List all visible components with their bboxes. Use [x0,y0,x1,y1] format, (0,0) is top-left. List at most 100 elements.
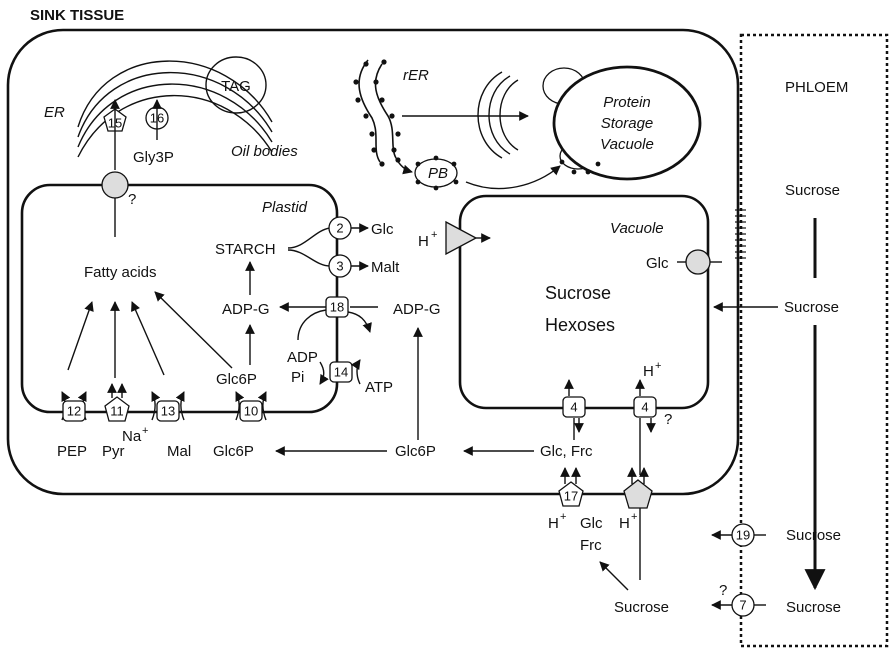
t17-glc-label: Glc [580,515,603,532]
glc-product-label: Glc [371,221,394,238]
transporter-7-question: ? [719,582,727,599]
fatty-acid-exporter [101,171,129,199]
vacuole-hexoses: Hexoses [545,315,615,335]
fatty-acids-label: Fatty acids [84,264,157,281]
line-adp-pi-out [297,309,327,341]
malt-label: Malt [371,259,400,276]
vacuolar-transporter-4-right [633,396,657,418]
transporter-12-group: 12 [61,391,87,422]
starch-label: STARCH [215,241,276,258]
plastid-adpg-label: ADP-G [222,301,270,318]
transporter-10 [239,400,263,422]
symporter-h-sup: + [631,511,637,523]
plastid-label: Plastid [262,199,308,216]
transporter-11 [104,396,130,422]
transporter-17-group: 17 [558,467,584,507]
psv-label-line1: Protein [603,94,651,111]
psv-label-line2: Storage [601,115,654,132]
sucrose-symporter-group [623,467,653,509]
line-starch-to-2 [287,227,331,249]
plasmodesmata [735,209,746,259]
arrow-14-left [319,361,329,385]
transporter-17 [558,481,584,507]
protein-storage-vacuole [552,65,702,181]
transporter-19-label: 19 [736,528,750,543]
vacuole-sucrose: Sucrose [545,283,611,303]
t17-h-sup: + [560,511,566,523]
rer-label: rER [403,67,429,84]
transporter-11-label: 11 [110,404,124,419]
vacuole-pump-h: H [418,233,429,250]
vacuolar-transporter-4-left-label: 4 [570,400,577,415]
transporter-18-label: 18 [330,300,344,315]
arrow-18-out [347,311,372,333]
tag-label: TAG [221,78,251,95]
apoplast-sucrose-label: Sucrose [614,599,669,616]
arrow-sucrose-invertase [599,561,629,591]
glc-frc-label: Glc, Frc [540,443,593,460]
diagram-title: SINK TISSUE [30,7,124,24]
phloem-sucrose-7: Sucrose [786,599,841,616]
vacuolar-glucose-transporter [685,249,711,275]
line-starch-to-3 [287,249,331,267]
phloem-sucrose-top: Sucrose [785,182,840,199]
sucrose-proton-symporter [623,479,653,509]
transporter-13 [156,400,180,422]
vacuole-glc-label: Glc [646,255,669,272]
transporter-7-label: 7 [739,598,746,613]
transporter-11-group: 11 [104,383,130,422]
plastid-glc6p-label: Glc6P [216,371,257,388]
pyr-label: Pyr [102,443,125,460]
pb-label: PB [428,165,448,182]
pi-label: Pi [291,369,304,386]
cytosol-adpg-label: ADP-G [393,301,441,318]
phloem-sucrose-mid: Sucrose [784,299,839,316]
t17-frc-label: Frc [580,537,602,554]
transporter-13-group: 13 [151,391,185,422]
er-membranes [77,60,273,158]
golgi [477,71,519,159]
arrow-mal-to-fa [131,301,165,376]
transporter-13-label: 13 [161,404,175,419]
atp-label: ATP [365,379,393,396]
phloem-label: PHLOEM [785,79,848,96]
psv-label-line3: Vacuole [600,136,654,153]
plastid-membrane [20,183,339,414]
arrow-14-right [351,359,361,385]
arrow-glc6p-to-fa [154,291,233,369]
vacuolar-transporter-4-left [562,396,586,418]
arrow-pb-to-psv [465,165,561,190]
arrow-rer-to-pb [395,157,413,175]
t17-h-label: H [548,515,559,532]
protein-body-ribosomes [415,155,459,191]
enzyme-2-label: 2 [336,221,343,236]
phloem-boundary [739,33,889,648]
fatty-acid-exporter-question: ? [128,191,136,208]
na-sup: + [142,425,148,437]
transporter-4-question: ? [664,411,672,428]
vacuole-pump-h-sup: + [431,229,437,241]
er-label: ER [44,104,65,121]
vacuole-h-sup: + [655,360,661,372]
transporter-17-label: 17 [564,489,578,504]
symporter-h-label: H [619,515,630,532]
vacuole-label: Vacuole [610,220,664,237]
transporter-12 [62,400,86,422]
tag-droplet [205,56,267,114]
mal-label: Mal [167,443,191,460]
transporter-10-label: 10 [244,404,258,419]
cytosol-glc6p-label: Glc6P [395,443,436,460]
outer-glc6p-label: Glc6P [213,443,254,460]
transporter-10-group: 10 [235,391,267,422]
rough-er [353,59,401,167]
vacuolar-proton-pump [445,220,478,256]
pep-label: PEP [57,443,87,460]
gly3p-label: Gly3P [133,149,174,166]
psv-ribosomes [559,159,601,175]
vacuole-h-label: H [643,363,654,380]
oil-bodies-label: Oil bodies [231,143,298,160]
na-label: Na [122,428,142,445]
transporter-14 [329,361,353,383]
transporter-14-label: 14 [334,365,348,380]
